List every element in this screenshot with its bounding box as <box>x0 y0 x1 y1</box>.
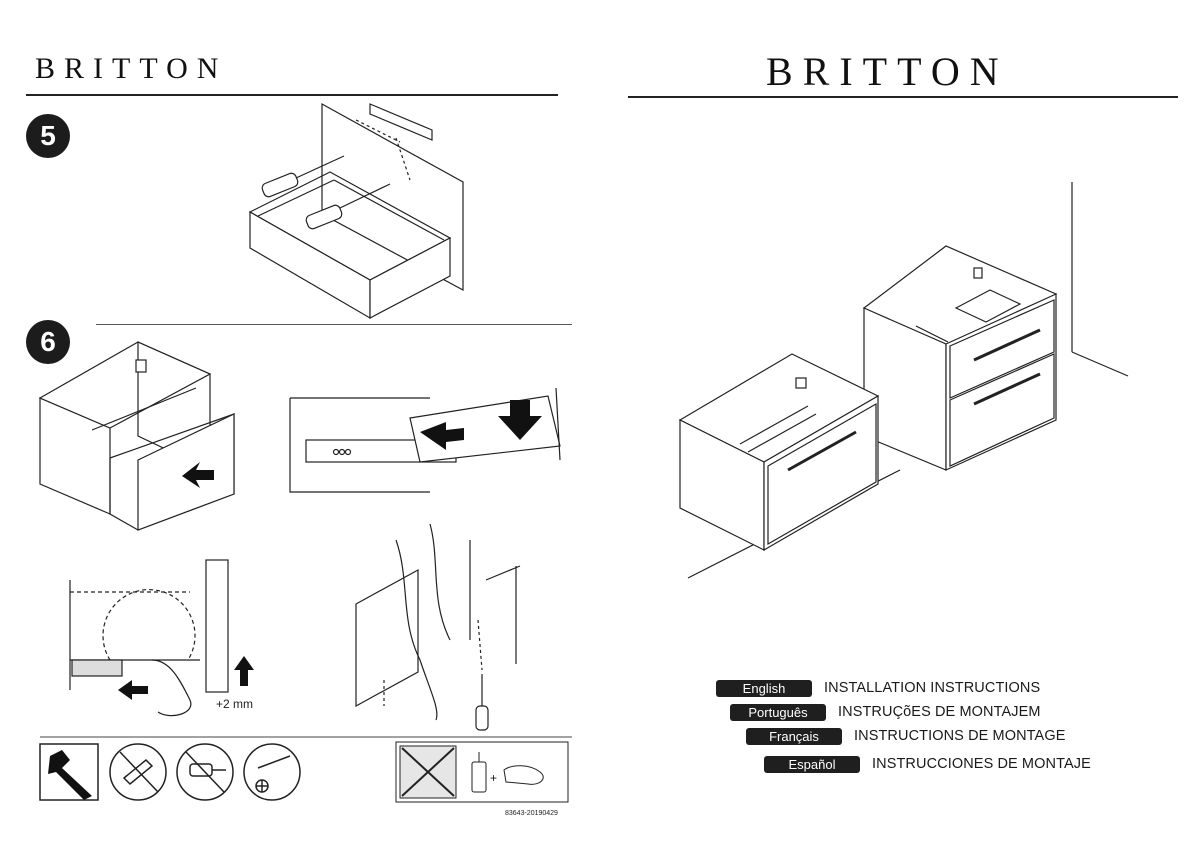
no-drill-icon <box>176 743 234 801</box>
language-tag-portuguese[interactable]: Português <box>730 703 826 721</box>
slide-left-arrow-icon <box>420 422 464 450</box>
language-tag-english[interactable]: English <box>716 679 812 697</box>
no-scrub-brush-icon <box>109 743 167 801</box>
two-drawer-vanity <box>862 245 1058 471</box>
svg-text:+: + <box>490 771 497 785</box>
soap-bottle-icon <box>471 761 487 793</box>
adjust-measure-label: +2 mm <box>216 697 254 711</box>
language-row-portuguese[interactable]: Português INSTRUÇõES DE MONTAJEM <box>730 702 1041 722</box>
tool-icons-row <box>39 743 301 801</box>
document-number: 83643-20190429 <box>505 810 558 817</box>
header-rule-right <box>628 96 1178 98</box>
step-5-drawer-illustration <box>248 102 464 320</box>
cleaning-advice-box: + <box>395 741 569 803</box>
raise-arrow-icon <box>234 656 254 686</box>
language-tag-french[interactable]: Français <box>746 727 842 745</box>
wrench-icon <box>39 743 99 801</box>
title-portuguese: INSTRUÇõES DE MONTAJEM <box>838 704 1041 720</box>
brand-logo-left: BRITTON <box>35 52 228 85</box>
language-row-english[interactable]: English INSTALLATION INSTRUCTIONS <box>716 678 1040 698</box>
screwdriver-icon <box>475 705 489 731</box>
title-spanish: INSTRUCCIONES DE MONTAJE <box>872 756 1091 772</box>
screwdriver-icon <box>261 155 345 198</box>
assembly-illustrations: + <box>38 102 572 803</box>
cloth-icon <box>503 765 544 785</box>
slide-left-arrow-icon <box>118 680 148 700</box>
title-french: INSTRUCTIONS DE MONTAGE <box>854 728 1066 744</box>
step-6-slide-illustration <box>289 387 561 493</box>
screwdriver-icon <box>243 743 301 801</box>
step-5-badge: 5 <box>26 114 70 158</box>
one-drawer-vanity <box>678 353 880 552</box>
step-6-badge: 6 <box>26 320 70 364</box>
push-arrow-icon <box>182 462 214 488</box>
step-6-divider <box>96 324 572 325</box>
step-6-adjust-illustration <box>69 559 254 717</box>
instruction-page-left: BRITTON 5 6 <box>26 52 572 817</box>
language-row-french[interactable]: Français INSTRUCTIONS DE MONTAGE <box>746 726 1065 746</box>
press-down-arrow-icon <box>498 400 542 440</box>
step-6-fixing-illustration <box>355 523 521 731</box>
step-6-cabinet-illustration <box>38 341 235 531</box>
brand-logo-right: BRITTON <box>766 49 1009 94</box>
header-rule-left <box>26 94 558 96</box>
cover-page-right: BRITTON <box>600 0 1200 842</box>
cover-product-illustration <box>678 182 1129 579</box>
language-row-spanish[interactable]: Español INSTRUCCIONES DE MONTAJE <box>764 754 1091 774</box>
screwdriver-icon <box>305 183 391 230</box>
title-english: INSTALLATION INSTRUCTIONS <box>824 680 1041 696</box>
language-tag-spanish[interactable]: Español <box>764 755 860 773</box>
